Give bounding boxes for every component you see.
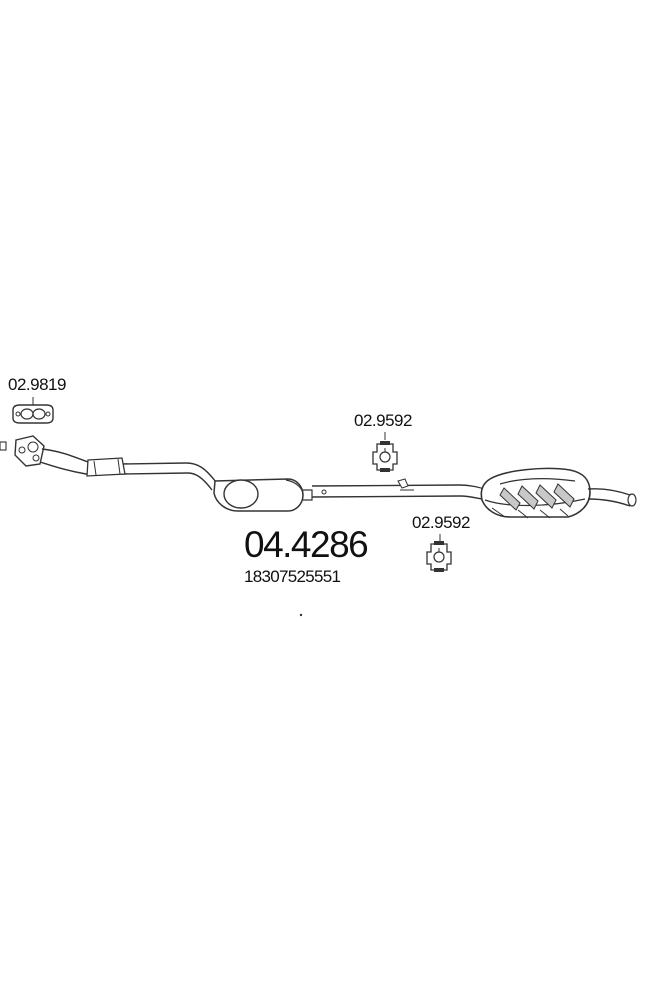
rear-muffler: [480, 467, 591, 519]
catalytic-converter: [213, 478, 313, 512]
reference-dot: [299, 613, 303, 617]
part-label-clamp-upper: 02.9592: [354, 411, 412, 430]
front-flange-icon: [14, 435, 45, 467]
main-part-number: 04.4286: [244, 524, 369, 565]
flange-gasket-icon: [12, 404, 54, 424]
part-label-clamp-lower: 02.9592: [412, 513, 470, 532]
front-pipe: [39, 448, 217, 491]
oem-number: 18307525551: [244, 567, 341, 586]
tail-pipe: [587, 488, 637, 507]
part-label-gasket: 02.9819: [8, 375, 66, 394]
left-bracket-icon: [0, 441, 7, 451]
rubber-hanger-icon: [426, 541, 452, 572]
rubber-hanger-icon: [372, 441, 398, 472]
middle-pipe: [311, 478, 489, 501]
